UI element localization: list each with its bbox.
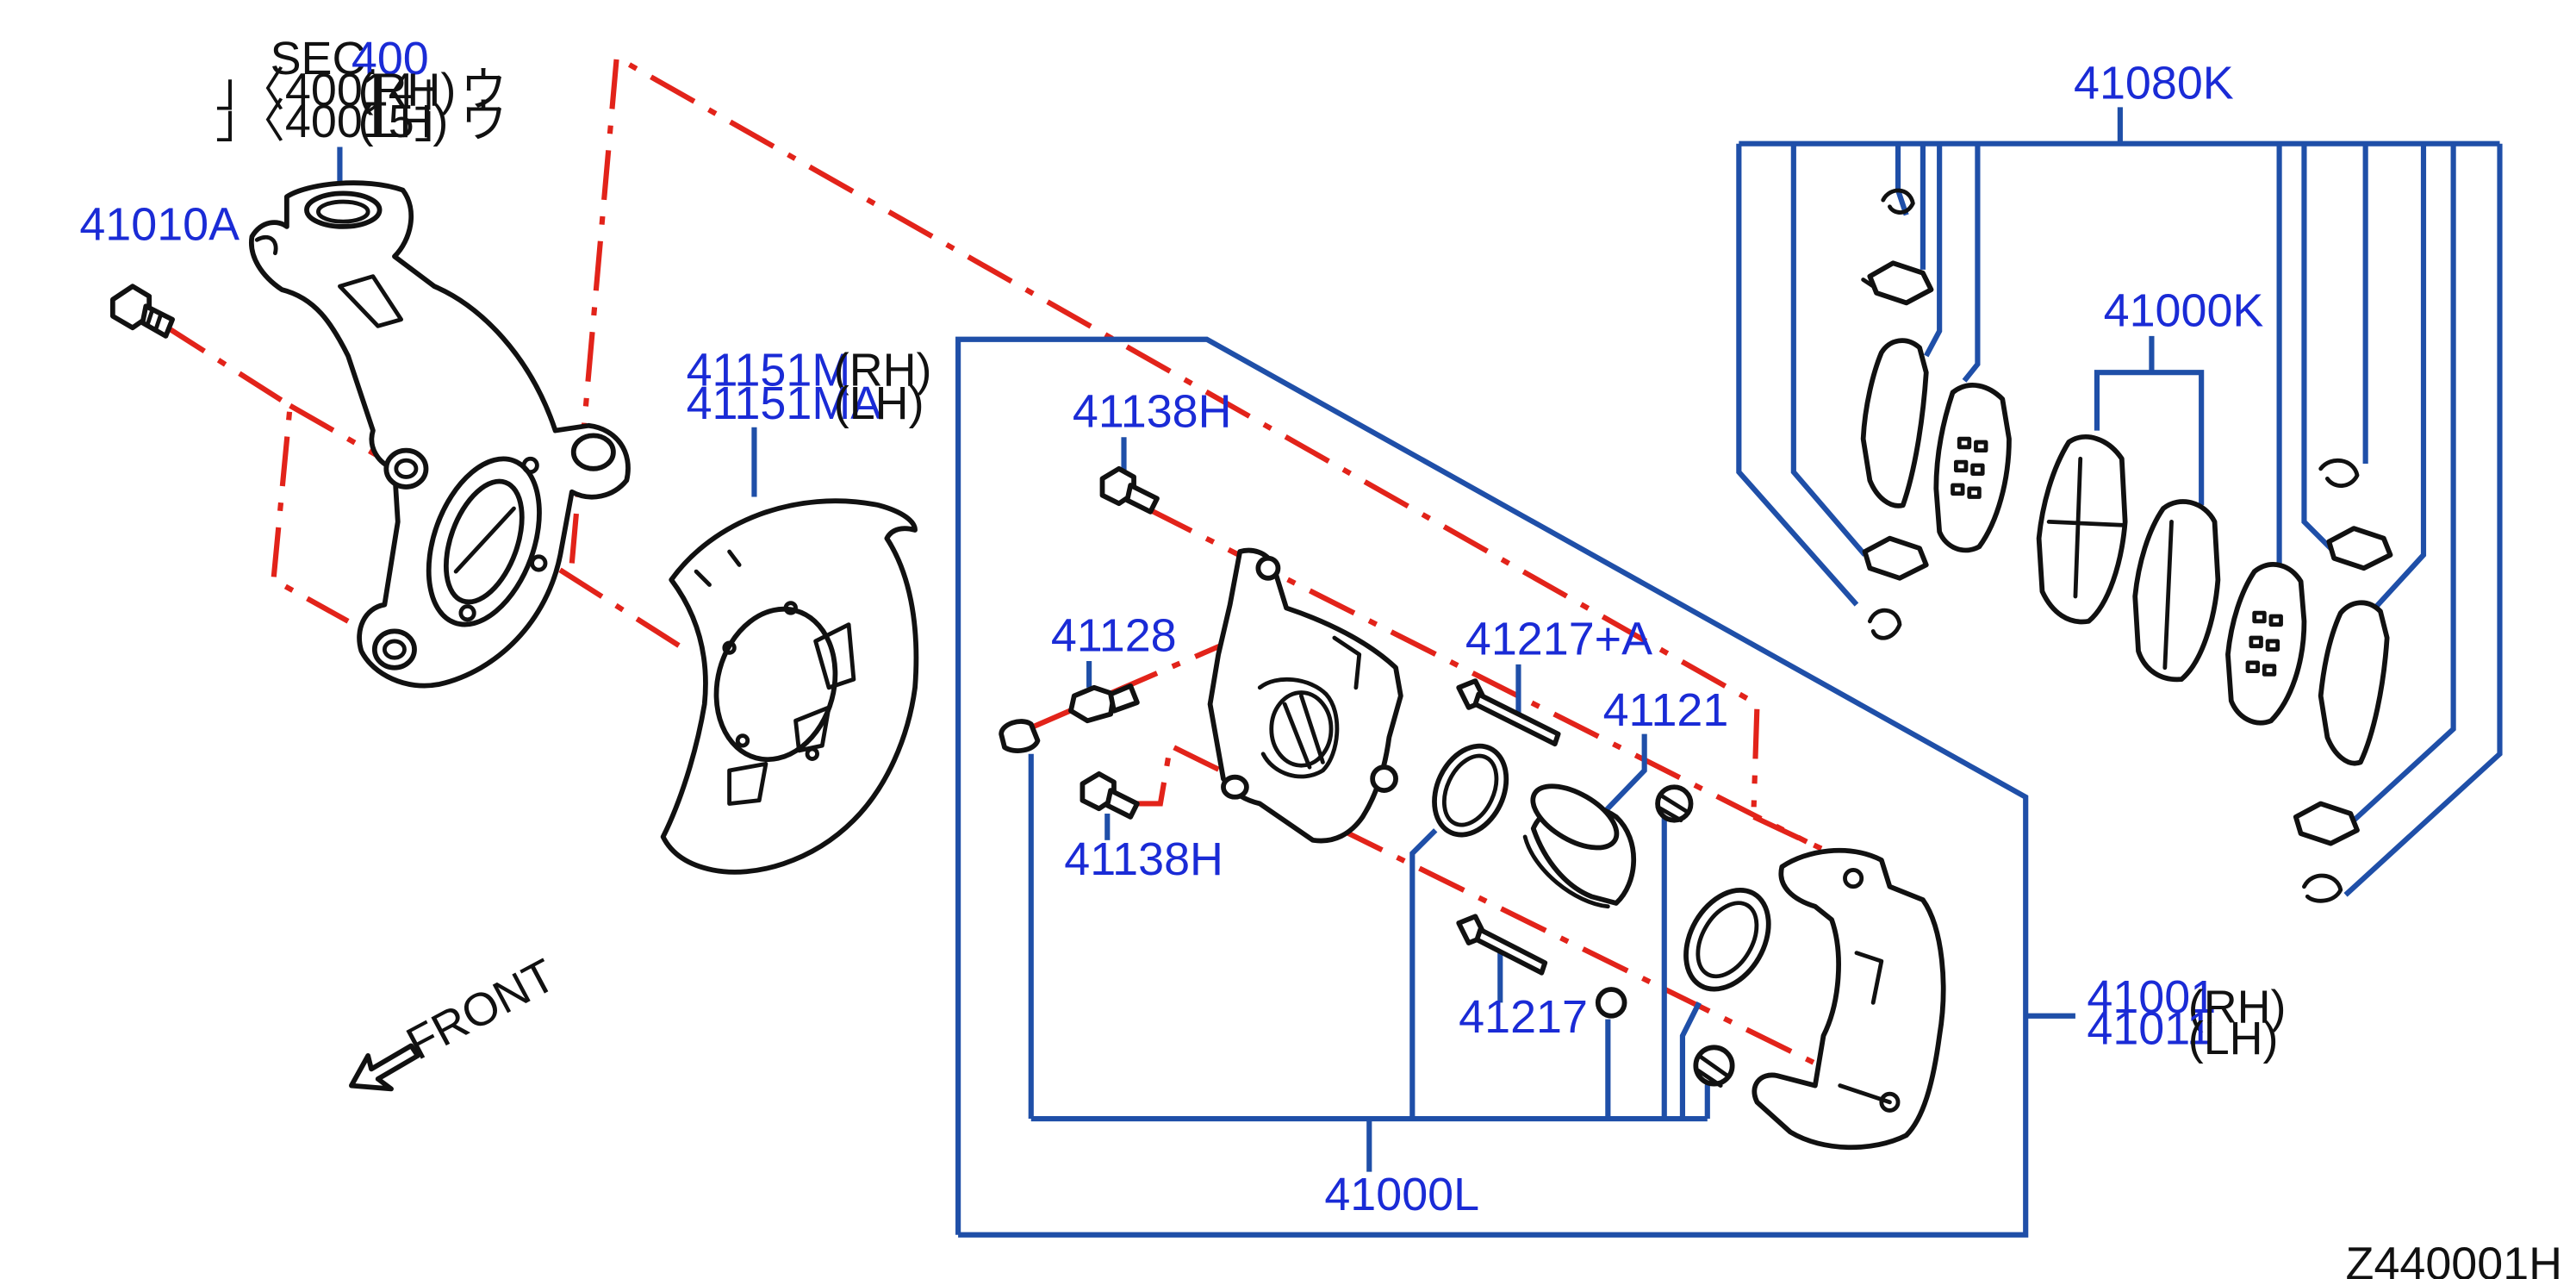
shield-rh-side: (RH)	[834, 345, 932, 396]
pad-backing-right[interactable]	[2225, 562, 2307, 726]
part-label-41010a[interactable]: 41010A	[79, 198, 240, 250]
pin-boot-upper[interactable]	[1655, 784, 1694, 823]
sec-number-link[interactable]: 400	[352, 33, 429, 84]
bolt-41010a[interactable]	[109, 284, 175, 339]
guide-pin-41217[interactable]	[1456, 914, 1548, 976]
front-label: FRONT	[398, 949, 563, 1070]
knuckle-lh-part: 」〈40015」ウ	[215, 96, 507, 147]
pin-boot[interactable]	[999, 719, 1041, 753]
guide-pin-41217a[interactable]	[1456, 678, 1561, 747]
part-label-41151m[interactable]: 41151M	[687, 345, 851, 396]
shim-left[interactable]	[1860, 338, 1929, 508]
caliper-lh-side: (LH)	[2188, 1013, 2279, 1064]
pad-clip-lower-left[interactable]	[1862, 535, 1929, 581]
part-label-41011[interactable]: 41011	[2087, 1002, 2212, 1054]
leader-lines	[337, 107, 2503, 1238]
part-label-41121[interactable]: 41121	[1603, 684, 1729, 736]
arrow-front-icon	[349, 1043, 420, 1092]
part-label-41080k[interactable]: 41080K	[2074, 58, 2234, 109]
pad-clip-upper-left[interactable]	[1861, 260, 1934, 306]
splash-shield[interactable]	[660, 498, 919, 875]
piston-boot[interactable]	[1669, 876, 1785, 1004]
pad-clip-upper-right[interactable]	[2326, 526, 2393, 571]
clip-spring-lower-left[interactable]	[1867, 608, 1902, 640]
bolt-41138h-lower[interactable]	[1080, 771, 1140, 820]
pad-backing-left[interactable]	[1933, 383, 2012, 553]
brake-pad-outer[interactable]	[2132, 499, 2221, 683]
part-label-41000l[interactable]: 41000L	[1324, 1169, 1479, 1220]
knuckle-rh-part: 」〈40014」ウ	[215, 64, 507, 115]
part-label-41001[interactable]: 41001	[2087, 971, 2216, 1023]
diagram-id: Z440001H	[2346, 1238, 2563, 1279]
seal-ring[interactable]	[1421, 734, 1520, 846]
part-label-41217[interactable]: 41217	[1459, 991, 1588, 1043]
part-label-41000k[interactable]: 41000K	[2104, 284, 2264, 336]
guide-pin-41128[interactable]	[1068, 683, 1140, 724]
steering-knuckle[interactable]	[248, 180, 631, 689]
part-label-41138h-upper[interactable]: 41138H	[1073, 386, 1232, 438]
brake-pad-inner[interactable]	[2036, 434, 2128, 625]
bolt-41138h-upper[interactable]	[1099, 465, 1160, 515]
clip-spring-lower-right[interactable]	[2302, 873, 2343, 903]
clip-spring-upper-left[interactable]	[1881, 188, 1915, 215]
pad-clip-lower-right[interactable]	[2293, 801, 2360, 846]
clip-spring-upper-right[interactable]	[2318, 458, 2360, 488]
shield-lh-side: (LH)	[834, 377, 924, 429]
knuckle-lh-side: (LH)	[358, 96, 449, 147]
caliper-body[interactable]	[1207, 547, 1403, 844]
part-label-41128[interactable]: 41128	[1051, 609, 1177, 661]
labels: SEC. 400 」〈40014」ウ (RH) 」〈40015」ウ (LH) 4…	[79, 33, 2562, 1279]
piston-41121[interactable]	[1522, 774, 1637, 909]
shim-right[interactable]	[2318, 600, 2390, 766]
part-label-41151ma[interactable]: 41151MA	[687, 377, 882, 429]
sec-label: SEC.	[271, 33, 379, 84]
part-label-41217a[interactable]: 41217+A	[1465, 613, 1652, 664]
caliper-bracket[interactable]	[1752, 847, 1946, 1151]
pin-boot-lower[interactable]	[1693, 1045, 1735, 1088]
caliper-rh-side: (RH)	[2188, 981, 2287, 1033]
knuckle-rh-side: (RH)	[358, 64, 457, 115]
pin-boot-middle[interactable]	[1595, 987, 1627, 1019]
part-label-41138h-lower[interactable]: 41138H	[1064, 833, 1223, 885]
